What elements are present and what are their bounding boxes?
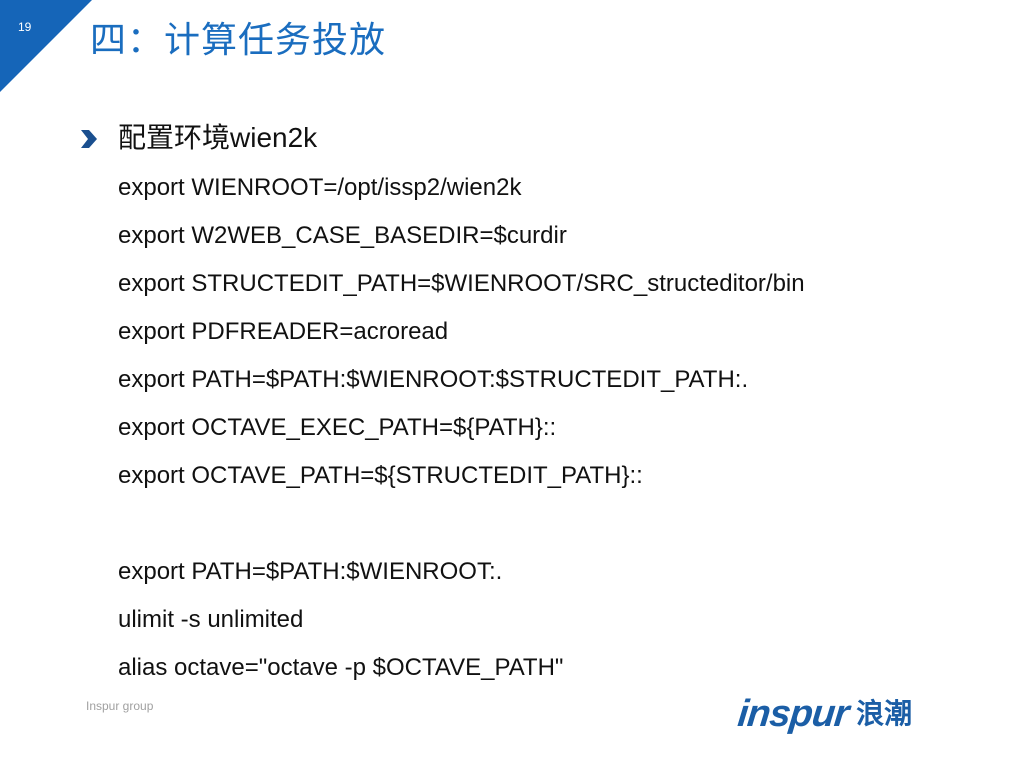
command-line: alias octave="octave -p $OCTAVE_PATH" <box>118 654 564 681</box>
logo-wordmark: inspur <box>735 693 851 735</box>
command-line: export WIENROOT=/opt/issp2/wien2k <box>118 174 522 201</box>
heading-cjk: 配置环境 <box>118 121 231 154</box>
command-line: export PATH=$PATH:$WIENROOT:$STRUCTEDIT_… <box>118 366 749 393</box>
command-line: export PATH=$PATH:$WIENROOT:. <box>118 558 503 585</box>
command-line: export W2WEB_CASE_BASEDIR=$curdir <box>118 222 567 249</box>
command-line: export OCTAVE_PATH=${STRUCTEDIT_PATH}:: <box>118 462 643 489</box>
blank-line <box>118 500 805 548</box>
inspur-logo: inspur 浪潮 <box>735 690 913 738</box>
chevron-right-icon <box>81 130 97 148</box>
footer-company: Inspur group <box>86 699 154 713</box>
command-line: ulimit -s unlimited <box>118 606 304 633</box>
slide-title: 四：计算任务投放 <box>90 20 387 61</box>
heading-latin: wien2k <box>230 122 318 153</box>
section-heading: 配置环境wien2k <box>118 118 317 158</box>
page-number: 19 <box>18 20 32 34</box>
command-line: export STRUCTEDIT_PATH=$WIENROOT/SRC_str… <box>118 270 805 297</box>
command-list: export WIENROOT=/opt/issp2/wien2k export… <box>118 164 805 692</box>
command-line: export PDFREADER=acroread <box>118 318 449 345</box>
logo-chinese: 浪潮 <box>856 697 913 730</box>
command-line: export OCTAVE_EXEC_PATH=${PATH}:: <box>118 414 557 441</box>
corner-tab <box>0 0 92 92</box>
